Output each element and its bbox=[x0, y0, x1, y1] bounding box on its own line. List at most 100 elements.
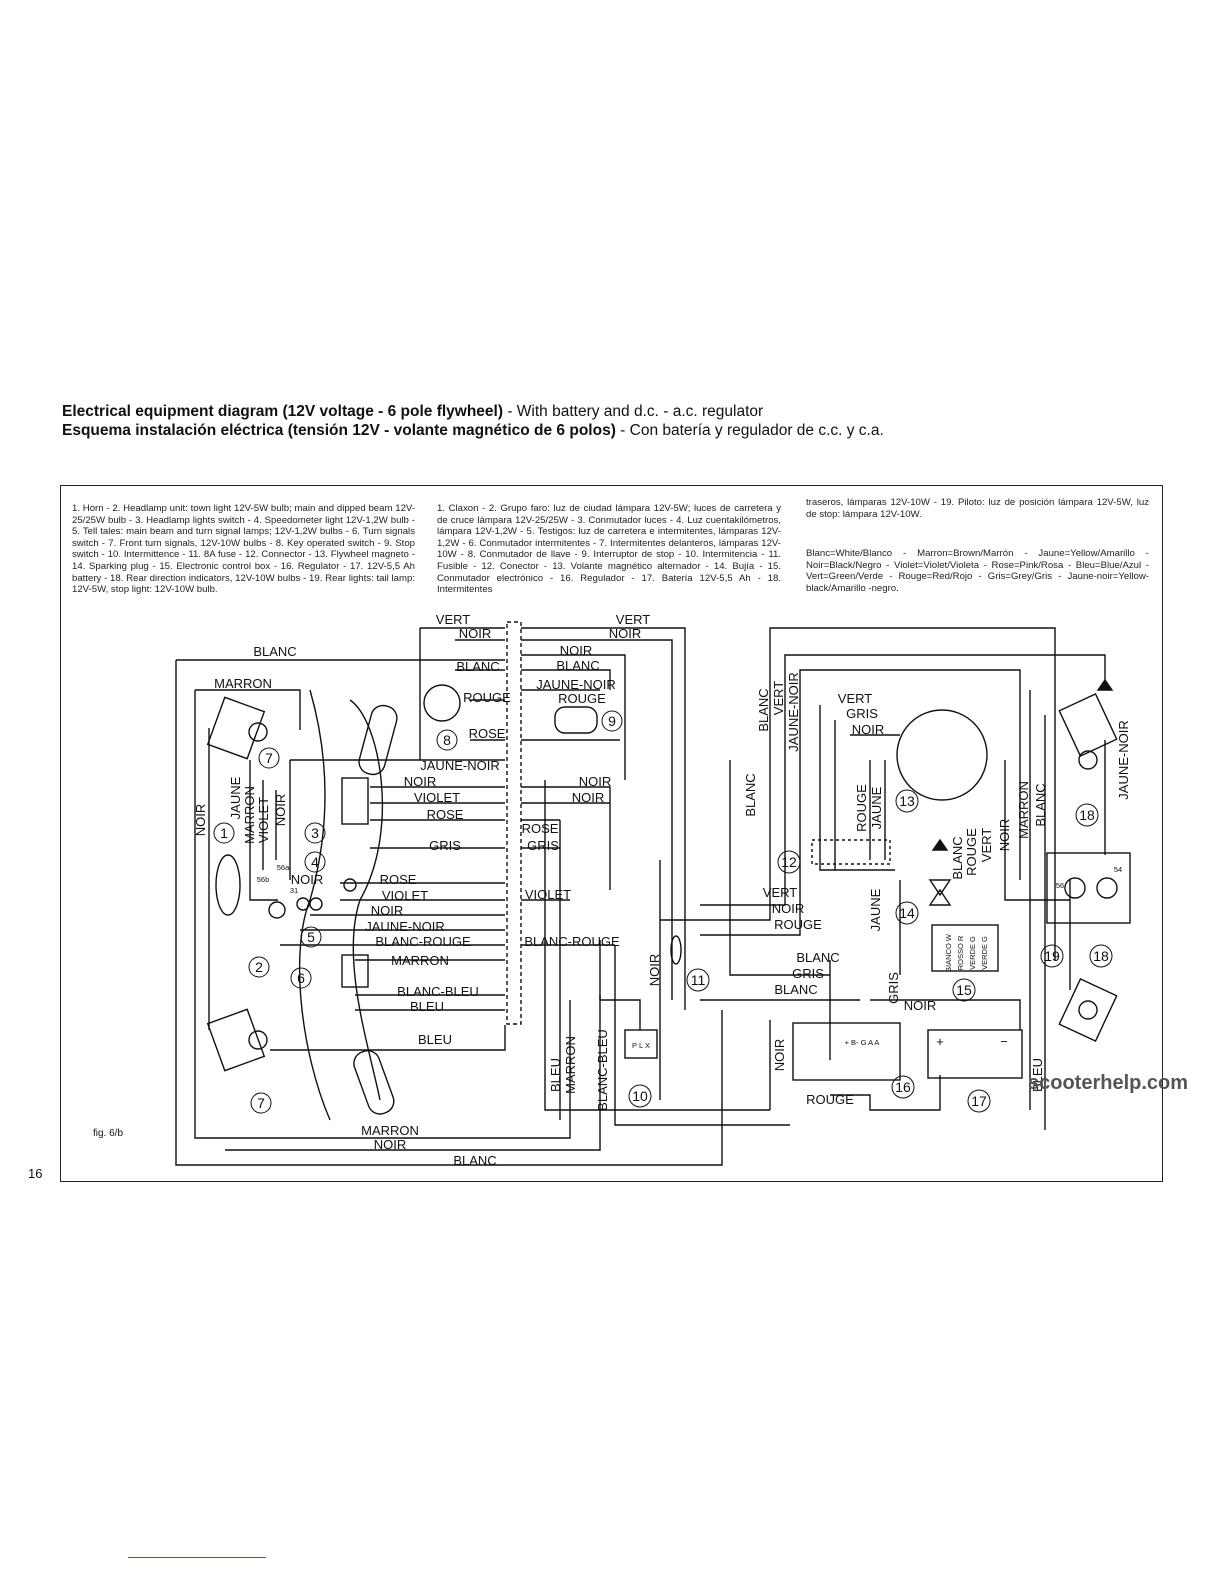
svg-text:7: 7 bbox=[265, 750, 273, 766]
callout-4: 4 bbox=[304, 851, 326, 873]
wire-noir-right bbox=[521, 639, 673, 1000]
svg-text:12: 12 bbox=[781, 854, 797, 870]
page-number: 16 bbox=[28, 1166, 43, 1181]
label-marron-vert-right: MARRON bbox=[1016, 781, 1031, 839]
label-rouge-reg: ROUGE bbox=[806, 1092, 854, 1107]
label-noir-915: NOIR bbox=[371, 903, 404, 918]
label-blanc-rouge-946: BLANC-ROUGE bbox=[375, 934, 471, 949]
footer-link-underline bbox=[128, 1557, 266, 1558]
wire-noir-r787 bbox=[521, 786, 611, 890]
svg-text:5: 5 bbox=[307, 929, 315, 945]
wire-rouge-reg bbox=[830, 1075, 941, 1111]
wire-marron-top bbox=[195, 689, 301, 730]
label-blanc-bottom: BLANC bbox=[453, 1153, 496, 1168]
label-rose-884: ROSE bbox=[380, 872, 417, 887]
svg-text:11: 11 bbox=[691, 972, 706, 988]
label-noir-r786: NOIR bbox=[579, 774, 612, 789]
box-terminal-blanco: BIANCO W bbox=[944, 933, 953, 972]
wire-blanc-mid bbox=[729, 760, 830, 976]
box-terminal-rosso: ROSSO R bbox=[956, 935, 965, 970]
intermittence-pins: P L X bbox=[632, 1041, 650, 1050]
svg-text:7: 7 bbox=[257, 1095, 265, 1111]
grip-left bbox=[353, 1050, 395, 1115]
callout-17: 17 bbox=[967, 1089, 991, 1113]
components bbox=[206, 678, 1131, 1081]
pin-56b: 56b bbox=[257, 875, 270, 884]
wire-noir-right-v bbox=[1004, 760, 1070, 901]
wire-noir-655 bbox=[521, 654, 626, 780]
callout-18-top: 18 bbox=[1075, 803, 1099, 827]
callout-1: 1 bbox=[213, 822, 235, 844]
title-spanish-rest: - Con batería y regulador de c.c. y c.a. bbox=[615, 422, 884, 439]
callout-16: 16 bbox=[891, 1075, 915, 1099]
svg-text:6: 6 bbox=[297, 970, 305, 986]
wire-blanc-r bbox=[521, 669, 611, 690]
rear-light-unit-icon bbox=[1046, 852, 1131, 924]
wire-vert-mid bbox=[819, 705, 895, 871]
svg-text:17: 17 bbox=[971, 1093, 987, 1109]
label-rouge-vert-mid: ROUGE bbox=[854, 784, 869, 832]
label-blanc-top: BLANC bbox=[253, 644, 296, 659]
component-callouts: 1 2 3 4 5 6 7 7 8 9 10 11 12 13 14 15 16… bbox=[213, 710, 1113, 1114]
callout-11: 11 bbox=[686, 968, 710, 992]
label-violet-802: VIOLET bbox=[414, 790, 460, 805]
wire-to-10 bbox=[599, 940, 641, 1030]
label-blanc-962: BLANC bbox=[796, 950, 839, 965]
label-rouge-key: ROUGE bbox=[463, 690, 511, 705]
label-marron-965: MARRON bbox=[391, 953, 449, 968]
legend-color-key: Blanc=White/Blanco - Marron=Brown/Marrón… bbox=[806, 548, 1149, 594]
legend-english: 1. Horn - 2. Headlamp unit: town light 1… bbox=[72, 503, 415, 596]
svg-text:9: 9 bbox=[608, 713, 616, 729]
ground-arrow-plug-icon bbox=[931, 838, 949, 851]
label-violet-vert: VIOLET bbox=[256, 797, 271, 843]
label-noir-786: NOIR bbox=[404, 774, 437, 789]
svg-text:10: 10 bbox=[632, 1088, 648, 1104]
svg-text:13: 13 bbox=[899, 793, 915, 809]
label-marron-vert: MARRON bbox=[242, 786, 257, 844]
callout-19: 19 bbox=[1040, 944, 1064, 968]
callout-15: 15 bbox=[952, 978, 976, 1002]
wire-marron-left bbox=[194, 690, 571, 1139]
electronic-control-box-icon bbox=[931, 924, 999, 972]
label-marron-top: MARRON bbox=[214, 676, 272, 691]
headlamp-bulb-icon bbox=[268, 901, 286, 919]
watermark: scooterhelp.com bbox=[1028, 1072, 1189, 1094]
box-terminal-verde: VERDE G bbox=[968, 936, 977, 970]
stop-lamp-bulb-icon bbox=[1096, 877, 1118, 899]
wire-labels-vertical: NOIR JAUNE MARRON VIOLET NOIR BLANC VERT… bbox=[193, 672, 1131, 1111]
svg-text:15: 15 bbox=[956, 982, 972, 998]
title-english: Electrical equipment diagram (12V voltag… bbox=[62, 402, 1162, 421]
label-noir-vert-left: NOIR bbox=[193, 804, 208, 837]
wire-bleu-1050 bbox=[270, 1025, 506, 1051]
label-rouge-right: ROUGE bbox=[558, 691, 606, 706]
fuse-icon bbox=[670, 935, 682, 965]
callout-2: 2 bbox=[248, 956, 270, 978]
front-turn-bulb-bottom-icon bbox=[248, 1030, 268, 1050]
figure-label: fig. 6/b bbox=[93, 1128, 124, 1139]
tail-lamp-bulb-icon bbox=[1064, 877, 1086, 899]
pin-56: 56 bbox=[1056, 881, 1064, 890]
svg-text:1: 1 bbox=[220, 825, 228, 841]
handlebar-outline bbox=[298, 689, 331, 1121]
callout-10: 10 bbox=[628, 1084, 652, 1108]
callout-9: 9 bbox=[601, 710, 623, 732]
callout-5: 5 bbox=[300, 926, 322, 948]
regulator-pins: + B- G A A bbox=[845, 1038, 880, 1047]
label-noir-key: NOIR bbox=[459, 626, 492, 641]
label-noir-r802: NOIR bbox=[572, 790, 605, 805]
label-noir-vert-reg: NOIR bbox=[772, 1039, 787, 1072]
label-noir-bottom: NOIR bbox=[374, 1137, 407, 1152]
grip-right bbox=[358, 704, 398, 776]
label-blanc-vert-r: BLANC bbox=[756, 688, 771, 731]
svg-text:19: 19 bbox=[1044, 948, 1060, 964]
title-english-bold: Electrical equipment diagram (12V voltag… bbox=[62, 403, 504, 420]
flywheel-magneto-icon bbox=[896, 709, 988, 801]
label-rose-key: ROSE bbox=[469, 726, 506, 741]
rear-turn-bulb-top-icon bbox=[1078, 750, 1098, 770]
label-noir-655: NOIR bbox=[560, 643, 593, 658]
label-noir-vert-fuse: NOIR bbox=[647, 954, 662, 987]
label-rouge-low: ROUGE bbox=[774, 917, 822, 932]
battery-minus: − bbox=[1000, 1034, 1008, 1049]
svg-text:8: 8 bbox=[443, 732, 451, 748]
label-gris-r: GRIS bbox=[527, 838, 559, 853]
